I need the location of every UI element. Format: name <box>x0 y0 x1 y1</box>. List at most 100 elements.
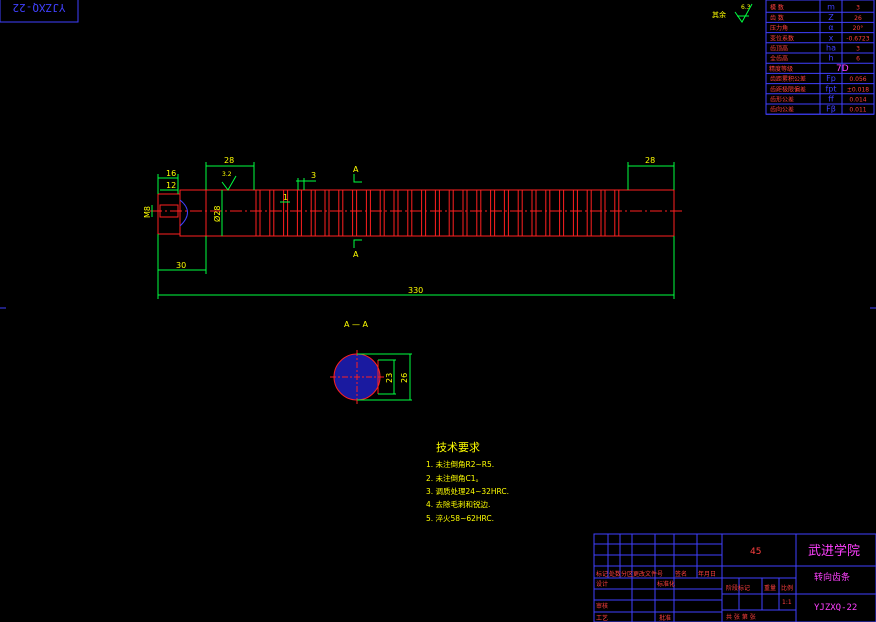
dim-28-left: 28 <box>224 156 234 165</box>
rack-tooth <box>296 190 302 236</box>
dim-23: 23 <box>385 373 394 383</box>
dim-330: 330 <box>408 286 423 295</box>
rack-tooth <box>559 190 565 236</box>
rack-tooth <box>269 190 275 236</box>
dimension-texts: 16 12 28 3 1 28 3.2 Ø28 M8 30 330 A A <box>143 156 655 295</box>
rack-tooth <box>421 190 427 236</box>
rack-tooth <box>476 190 482 236</box>
tb-drawing-no: YJZXQ-22 <box>814 603 857 613</box>
param-symbol: m <box>827 3 835 12</box>
tech-req-item: 4. 去除毛刺和锐边. <box>426 499 490 509</box>
rack-tooth <box>365 190 371 236</box>
dim-16: 16 <box>166 169 176 178</box>
param-value: 20° <box>853 25 864 32</box>
param-symbol: fpt <box>825 84 836 93</box>
param-value: 3 <box>856 5 860 12</box>
param-symbol: ff <box>828 95 834 104</box>
section-mark-bottom: A <box>353 250 359 259</box>
dim-28-right: 28 <box>645 156 655 165</box>
section-title: A — A <box>344 320 369 329</box>
tech-req-item: 1. 未注倒角R2~R5. <box>426 459 494 469</box>
tb-header-sign: 签名 <box>675 570 687 578</box>
param-name: 精度等级 <box>769 65 793 73</box>
param-value: 0.014 <box>849 97 866 104</box>
tech-req-item: 2. 未注倒角C1。 <box>426 473 483 483</box>
rack-tooth <box>255 190 261 236</box>
param-name: 齿顶高 <box>770 45 788 53</box>
param-symbol: Fβ <box>826 105 836 114</box>
param-symbol: x <box>829 33 834 42</box>
param-name: 齿距累积公差 <box>770 75 806 83</box>
rack-tooth <box>531 190 537 236</box>
section-mark-top: A <box>353 165 359 174</box>
dim-30: 30 <box>176 261 186 270</box>
tb-part-name: 转向齿条 <box>814 571 850 583</box>
param-symbol: h <box>828 54 833 63</box>
dim-m8: M8 <box>143 206 152 218</box>
param-name: 变位系数 <box>770 34 794 42</box>
tb-weight: 重量 <box>764 584 776 592</box>
dim-12: 12 <box>166 181 176 190</box>
param-value: 6 <box>856 56 860 63</box>
tb-header-mark: 标记 <box>596 570 608 578</box>
param-value: ±0.018 <box>847 86 869 93</box>
dim-roughness: 3.2 <box>222 171 232 178</box>
rack-tooth <box>448 190 454 236</box>
tb-school: 武进学院 <box>808 543 860 559</box>
tb-row-process: 工艺 <box>596 614 608 622</box>
dim-3: 3 <box>311 171 316 180</box>
title-block: 标记 处数 分区 更改文件号 签名 年月日 设计 标准化 审核 工艺 批准 阶段… <box>593 533 876 622</box>
dimensions <box>151 162 675 299</box>
tb-header-count: 处数 <box>609 570 621 578</box>
tb-header-date: 年月日 <box>698 570 716 578</box>
dim-dia28: Ø28 <box>212 206 222 222</box>
tb-row-standard: 标准化 <box>657 580 675 588</box>
param-symbol: α <box>828 23 833 32</box>
rack-tooth <box>352 190 358 236</box>
tb-header-change: 更改文件号 <box>633 570 663 578</box>
param-name: 齿 数 <box>770 14 784 22</box>
rack-tooth <box>338 190 344 236</box>
tb-material: 45 <box>750 547 761 557</box>
rack-tooth <box>517 190 523 236</box>
rack-tooth <box>283 190 289 236</box>
rack-tooth <box>434 190 440 236</box>
param-value: 26 <box>854 15 862 22</box>
tech-req-item: 3. 调质处理24~32HRC. <box>426 486 509 496</box>
param-name: 齿向公差 <box>770 106 794 114</box>
param-value: 3 <box>856 46 860 53</box>
rack-tooth <box>462 190 468 236</box>
tb-row-design: 设计 <box>596 580 608 588</box>
tb-header-zone: 分区 <box>621 570 633 578</box>
dim-26: 26 <box>400 373 409 383</box>
param-symbol: Fp <box>826 74 836 83</box>
dim-1: 1 <box>283 193 288 202</box>
param-value: -0.6723 <box>846 35 869 42</box>
rack-tooth <box>572 190 578 236</box>
rack-tooth <box>379 190 385 236</box>
rack-tooth <box>393 190 399 236</box>
rack-tooth <box>490 190 496 236</box>
rack-tooth <box>324 190 330 236</box>
rack-teeth <box>255 190 620 236</box>
tb-stage-mark: 阶段标记 <box>726 584 750 592</box>
tb-scale-value: 1:1 <box>782 599 792 606</box>
corner-label-box: YJZXQ-22 <box>0 0 79 23</box>
rack-tooth <box>545 190 551 236</box>
tb-scale-label: 比例 <box>781 584 793 592</box>
param-symbol: ha <box>826 44 836 53</box>
svg-text:6.3: 6.3 <box>741 4 751 11</box>
rack-tooth <box>310 190 316 236</box>
section-view: 23 26 <box>330 350 412 404</box>
param-name: 齿形公差 <box>770 96 794 104</box>
rack-tooth <box>586 190 592 236</box>
tb-sheet: 共 张 第 张 <box>726 613 756 621</box>
svg-text:其余: 其余 <box>712 10 726 19</box>
rack-tooth <box>614 190 620 236</box>
rack-tooth <box>600 190 606 236</box>
param-value: 0.056 <box>849 76 866 83</box>
param-name: 全齿高 <box>770 55 788 63</box>
